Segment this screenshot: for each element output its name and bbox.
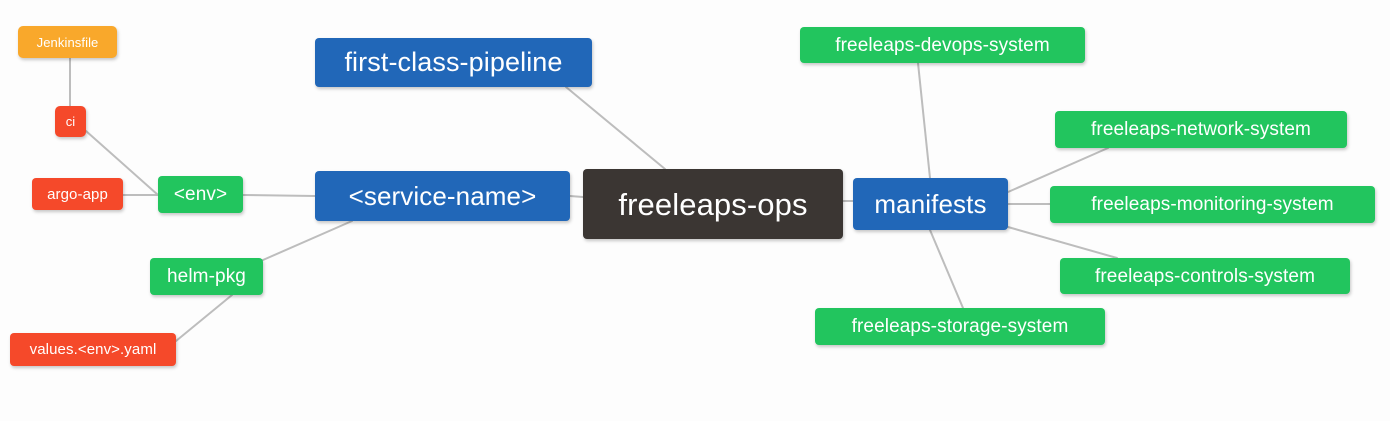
edge-manifests-to-freeleaps-controls-system bbox=[1007, 226, 1118, 259]
node-freeleaps-ops[interactable]: freeleaps-ops bbox=[583, 169, 843, 239]
node-values-yaml[interactable]: values.<env>.yaml bbox=[10, 333, 176, 366]
node-label-manifests: manifests bbox=[874, 189, 987, 219]
node-label-jenkinsfile: Jenkinsfile bbox=[36, 34, 99, 50]
node-jenkinsfile[interactable]: Jenkinsfile bbox=[18, 26, 117, 58]
edge-env-to-service-name bbox=[242, 194, 316, 197]
node-freeleaps-network-system[interactable]: freeleaps-network-system bbox=[1055, 111, 1347, 148]
node-first-class-pipeline[interactable]: first-class-pipeline bbox=[315, 38, 592, 87]
node-freeleaps-controls-system[interactable]: freeleaps-controls-system bbox=[1060, 258, 1350, 294]
node-freeleaps-monitoring-system[interactable]: freeleaps-monitoring-system bbox=[1050, 186, 1375, 223]
node-ci[interactable]: ci bbox=[55, 106, 86, 137]
node-label-ci: ci bbox=[65, 114, 76, 129]
node-env[interactable]: <env> bbox=[158, 176, 243, 213]
node-label-freeleaps-monitoring-system: freeleaps-monitoring-system bbox=[1091, 194, 1334, 215]
node-label-values-yaml: values.<env>.yaml bbox=[29, 341, 157, 358]
node-label-env: <env> bbox=[173, 184, 228, 205]
node-label-freeleaps-network-system: freeleaps-network-system bbox=[1091, 119, 1311, 140]
edge-manifests-to-freeleaps-storage-system bbox=[929, 229, 964, 309]
node-freeleaps-devops-system[interactable]: freeleaps-devops-system bbox=[800, 27, 1085, 63]
node-service-name[interactable]: <service-name> bbox=[315, 171, 570, 221]
node-label-freeleaps-storage-system: freeleaps-storage-system bbox=[851, 316, 1069, 337]
node-helm-pkg[interactable]: helm-pkg bbox=[150, 258, 263, 295]
edge-manifests-to-freeleaps-devops-system bbox=[917, 62, 931, 179]
edge-first-class-pipeline-to-freeleaps-ops bbox=[565, 86, 666, 170]
node-label-service-name: <service-name> bbox=[348, 181, 537, 211]
node-label-freeleaps-controls-system: freeleaps-controls-system bbox=[1094, 265, 1316, 287]
edge-helm-pkg-to-service-name bbox=[262, 220, 353, 261]
edge-values-yaml-to-helm-pkg bbox=[175, 294, 233, 342]
node-manifests[interactable]: manifests bbox=[853, 178, 1008, 230]
node-label-argo-app: argo-app bbox=[47, 185, 108, 203]
node-label-helm-pkg: helm-pkg bbox=[167, 266, 246, 287]
node-argo-app[interactable]: argo-app bbox=[32, 178, 123, 210]
edge-service-name-to-freeleaps-ops bbox=[569, 195, 584, 198]
node-freeleaps-storage-system[interactable]: freeleaps-storage-system bbox=[815, 308, 1105, 345]
node-label-freeleaps-devops-system: freeleaps-devops-system bbox=[835, 34, 1050, 56]
node-label-freeleaps-ops: freeleaps-ops bbox=[618, 186, 808, 222]
node-label-first-class-pipeline: first-class-pipeline bbox=[344, 47, 563, 77]
